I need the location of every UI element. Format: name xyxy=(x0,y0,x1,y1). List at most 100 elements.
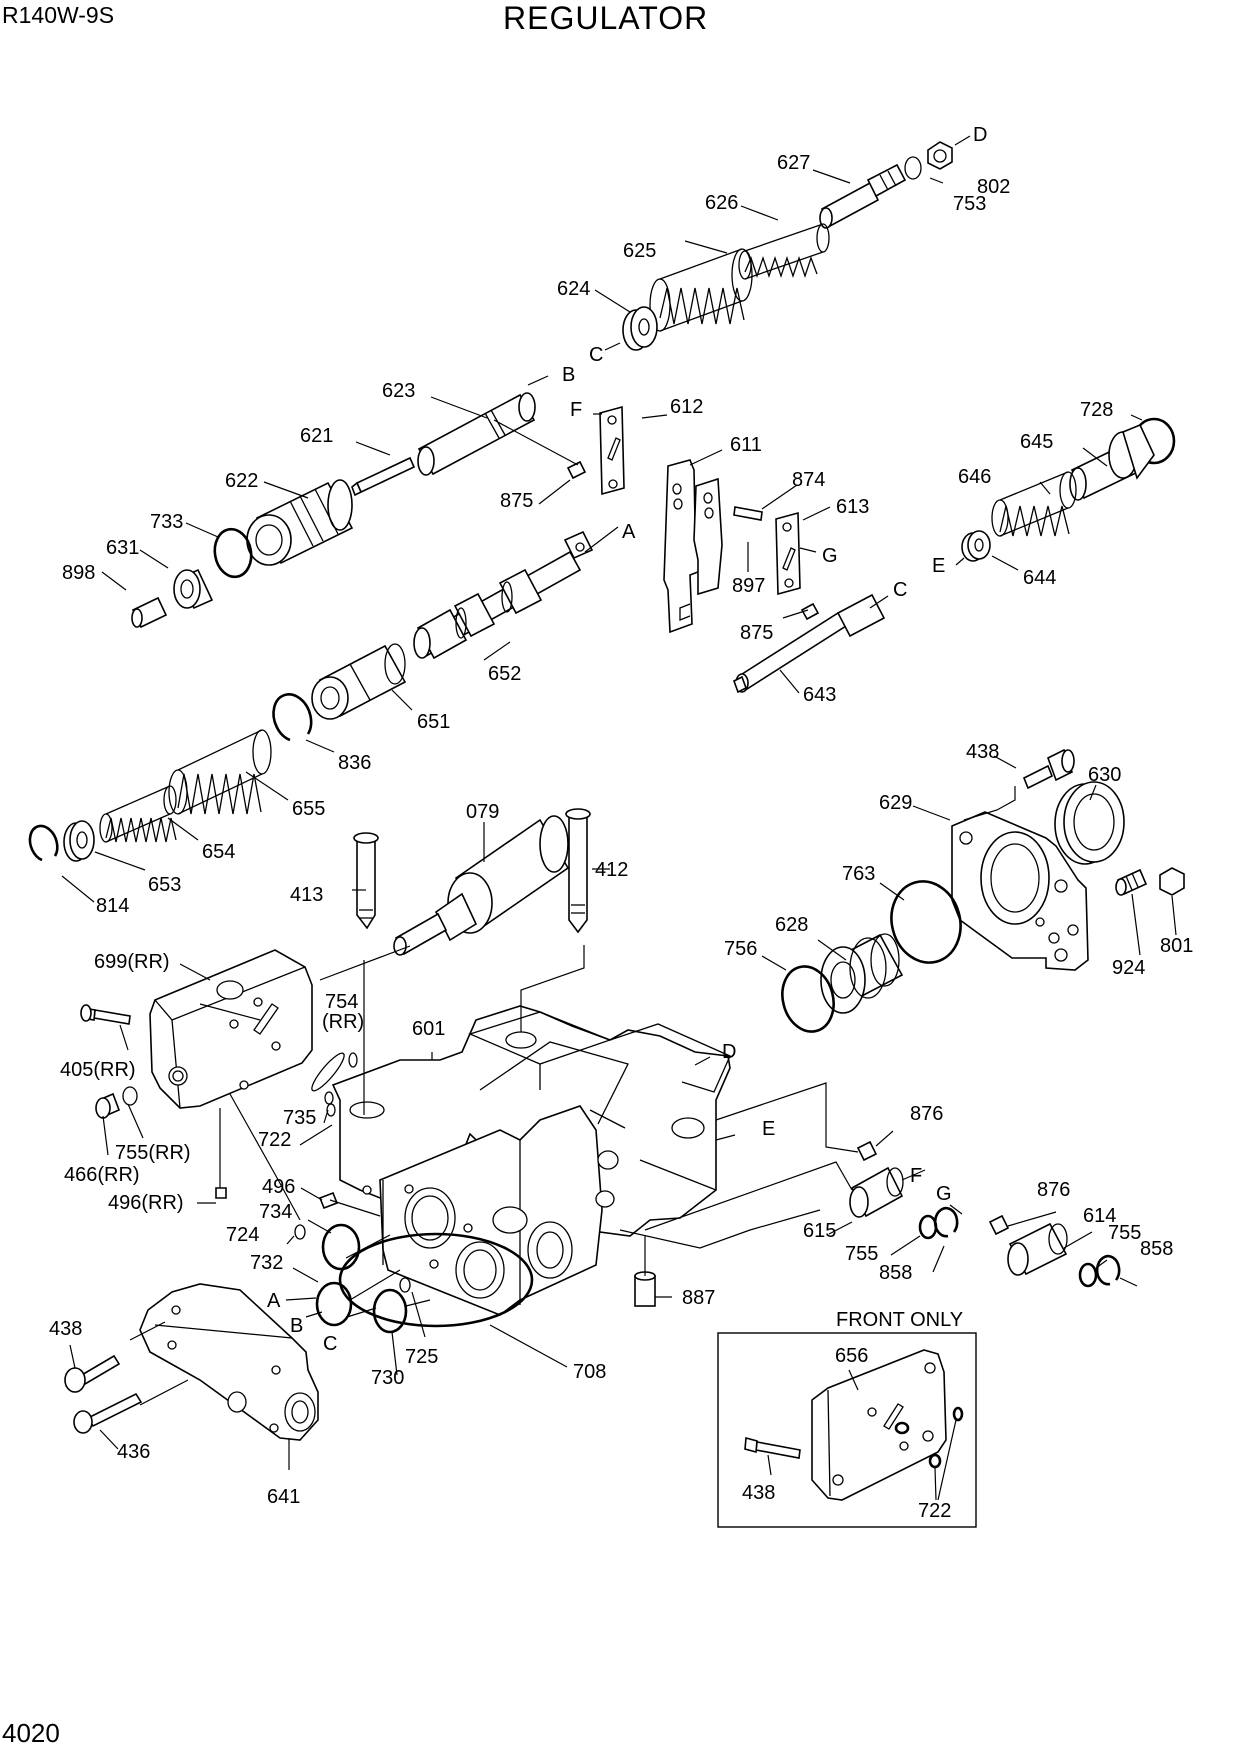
callout-628: 628 xyxy=(775,914,808,936)
part-496rr-plug xyxy=(215,1187,227,1199)
callout-655: 655 xyxy=(292,798,325,820)
part-875b-pin xyxy=(800,602,820,621)
part-876a-pin xyxy=(856,1140,878,1162)
callout-734: 734 xyxy=(259,1201,292,1223)
part-413-bolt xyxy=(353,832,379,930)
part-858a-ring xyxy=(933,1206,959,1238)
part-756-oring xyxy=(781,965,835,1033)
callout-755a: 755 xyxy=(845,1243,878,1265)
callout-438a: 438 xyxy=(966,741,999,763)
callout-c-643: C xyxy=(893,579,907,601)
callout-874: 874 xyxy=(792,469,825,491)
callout-466: 466(RR) xyxy=(64,1164,140,1186)
part-722-oring-b xyxy=(928,1453,942,1469)
callout-615: 615 xyxy=(803,1220,836,1242)
part-622-piston xyxy=(246,479,354,566)
part-652-spool xyxy=(413,530,594,660)
part-754-orings xyxy=(311,1052,358,1092)
callout-755rr: 755(RR) xyxy=(115,1142,191,1164)
callout-e: E xyxy=(932,555,945,577)
callout-814: 814 xyxy=(96,895,129,917)
callout-733: 733 xyxy=(150,511,183,533)
model-label: R140W-9S xyxy=(2,2,115,28)
part-653-seat xyxy=(63,820,95,862)
part-405-bolt xyxy=(80,1004,131,1025)
part-722-oring-a xyxy=(952,1406,964,1422)
callout-614: 614 xyxy=(1083,1205,1116,1227)
part-631-sleeve xyxy=(173,568,214,610)
part-466-plug xyxy=(95,1092,121,1119)
callout-724: 724 xyxy=(226,1224,259,1246)
part-733-oring xyxy=(213,527,253,579)
part-621-pin xyxy=(351,456,416,497)
callout-641: 641 xyxy=(267,1486,300,1508)
part-612-link xyxy=(599,405,625,496)
part-644-seat xyxy=(961,530,991,562)
part-643-rod xyxy=(733,593,886,694)
callout-413: 413 xyxy=(290,884,323,906)
callout-625: 625 xyxy=(623,240,656,262)
callout-755b: 755 xyxy=(1108,1222,1141,1244)
part-613-link xyxy=(775,511,801,596)
part-615-plug xyxy=(849,1166,904,1218)
part-614-plug xyxy=(1007,1222,1068,1276)
callout-656: 656 xyxy=(835,1345,868,1367)
callout-g: G xyxy=(822,545,838,567)
callout-436: 436 xyxy=(117,1441,150,1463)
part-874-pin xyxy=(733,506,763,521)
callout-753: 753 xyxy=(953,193,986,215)
callout-438b: 438 xyxy=(49,1318,82,1340)
part-814-snap-ring xyxy=(28,824,59,862)
callout-622: 622 xyxy=(225,470,258,492)
callout-612: 612 xyxy=(670,396,703,418)
callout-887: 887 xyxy=(682,1287,715,1309)
callout-e-601: E xyxy=(762,1118,775,1140)
callout-496: 496 xyxy=(262,1176,295,1198)
callout-611: 611 xyxy=(730,434,762,456)
callout-876a: 876 xyxy=(910,1103,943,1125)
callout-897: 897 xyxy=(732,575,765,597)
callout-858a: 858 xyxy=(879,1262,912,1284)
callout-b-732: B xyxy=(290,1315,303,1337)
callout-732: 732 xyxy=(250,1252,283,1274)
callout-644: 644 xyxy=(1023,567,1056,589)
part-630-nut xyxy=(1054,781,1125,865)
callout-875b: 875 xyxy=(740,622,773,644)
callout-802: 802 xyxy=(977,176,1010,198)
part-699-plate xyxy=(149,949,313,1109)
callout-646: 646 xyxy=(958,466,991,488)
callout-c: C xyxy=(589,344,603,366)
part-887-plug xyxy=(634,1271,656,1307)
callout-730: 730 xyxy=(371,1367,404,1389)
page-number: 4020 xyxy=(2,1718,60,1748)
guide-lines xyxy=(129,786,1016,1406)
callout-labels: D 802 753 627 626 625 624 C B 623 F 612 … xyxy=(49,124,1193,1522)
callout-629: 629 xyxy=(879,792,912,814)
callout-496rr: 496(RR) xyxy=(108,1192,184,1214)
callout-836: 836 xyxy=(338,752,371,774)
callout-924: 924 xyxy=(1112,957,1145,979)
part-601-front-block xyxy=(379,1105,619,1316)
part-755b-oring xyxy=(1078,1262,1098,1288)
part-802-nut xyxy=(927,141,953,170)
part-730-oring xyxy=(372,1288,408,1334)
part-755a-oring xyxy=(918,1214,938,1240)
part-438c-bolt xyxy=(744,1436,801,1459)
part-412-bolt xyxy=(565,808,591,934)
part-655-spring xyxy=(168,729,272,815)
part-735-orings xyxy=(324,1091,336,1117)
part-654-spring xyxy=(99,785,177,843)
callout-631: 631 xyxy=(106,537,139,559)
callout-735: 735 xyxy=(283,1107,316,1129)
callout-722b: 722 xyxy=(918,1500,951,1522)
callout-876b: 876 xyxy=(1037,1179,1070,1201)
callout-f: F xyxy=(570,399,582,421)
callout-a-732: A xyxy=(267,1290,281,1312)
part-436-bolt xyxy=(73,1392,143,1434)
callout-412: 412 xyxy=(595,859,628,881)
callout-613: 613 xyxy=(836,496,869,518)
part-734-oring xyxy=(321,1223,361,1271)
callout-c-730: C xyxy=(323,1333,337,1355)
callout-405: 405(RR) xyxy=(60,1059,136,1081)
